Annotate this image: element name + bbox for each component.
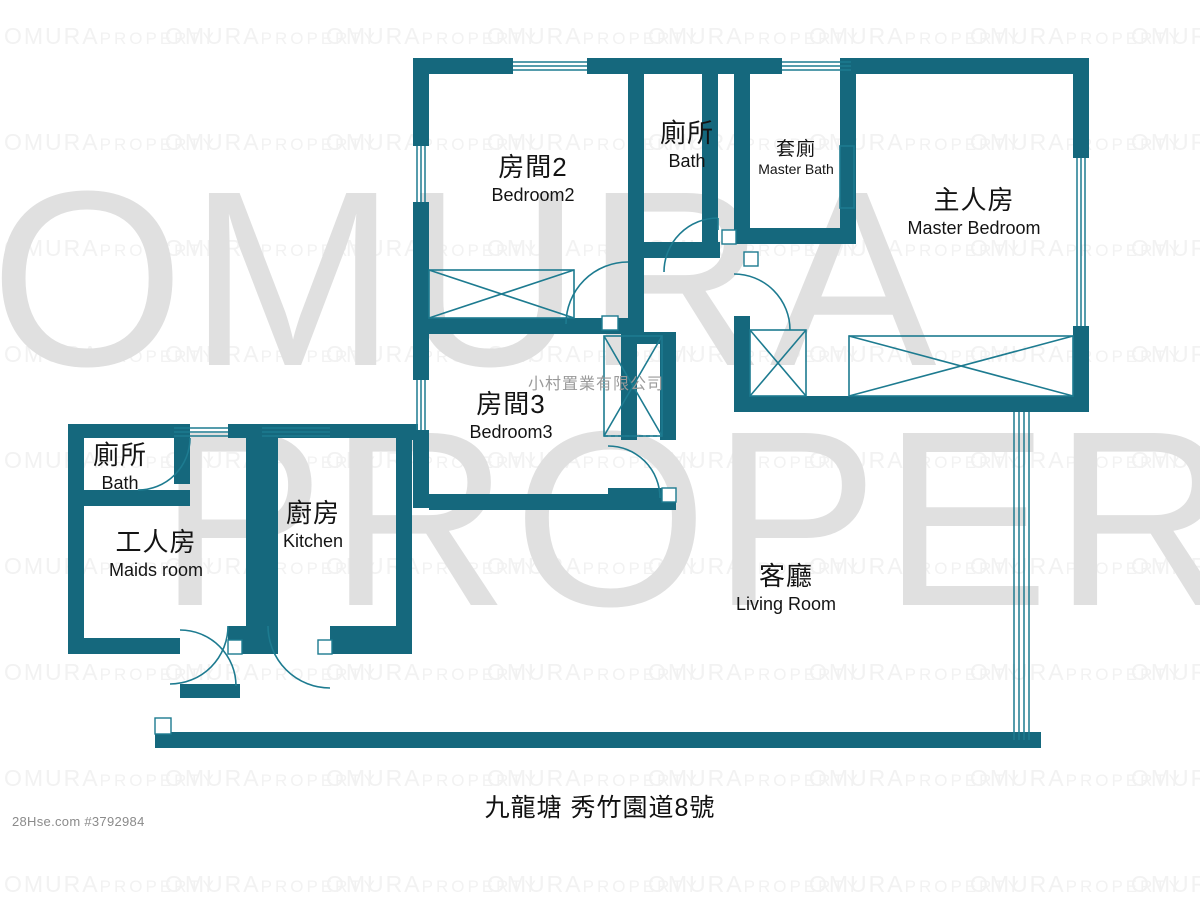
watermark-tile: OMURAPROPERTY [809, 871, 1022, 897]
room-label-living-room-zh: 客廳 [758, 561, 814, 591]
room-label-bath: 廁所 Bath [660, 118, 714, 172]
window-group [174, 61, 1086, 740]
watermark-tile: OMURAPROPERTY [1131, 871, 1200, 897]
wall-group [68, 58, 1089, 748]
watermark-tile: OMURAPROPERTY [487, 871, 700, 897]
room-label-living-room: 客廳 Living Room [736, 561, 836, 615]
room-label-master-bath: 套廁 Master Bath [758, 138, 833, 179]
fixture-group [428, 145, 1074, 437]
source-credit: 28Hse.com #3792984 [12, 814, 145, 829]
watermark-tile: OMURAPROPERTY [326, 871, 539, 897]
room-label-bath-maid-zh: 廁所 [92, 440, 148, 470]
door-jamb-group [154, 229, 759, 735]
room-label-master-bath-zh: 套廁 [775, 139, 817, 160]
plan-address-title: 九龍塘 秀竹園道8號 [484, 794, 716, 822]
room-label-master-bedroom-en: Master Bedroom [907, 217, 1041, 238]
watermark-tile: OMURAPROPERTY [165, 871, 378, 897]
floor-plan-drawing [68, 58, 1089, 748]
room-label-living-room-en: Living Room [735, 593, 837, 614]
room-label-kitchen-zh: 廚房 [285, 498, 341, 528]
room-label-bedroom3: 房間3 Bedroom3 [469, 389, 552, 443]
room-label-bedroom3-en: Bedroom3 [469, 421, 553, 442]
room-label-kitchen-en: Kitchen [282, 530, 344, 551]
room-label-bath-maid-en: Bath [101, 472, 139, 493]
room-label-master-bedroom-zh: 主人房 [933, 185, 1015, 215]
room-label-bedroom2: 房間2 Bedroom2 [491, 152, 574, 206]
room-label-bedroom3-zh: 房間3 [476, 389, 546, 419]
watermark-tile: OMURAPROPERTY [4, 871, 217, 897]
room-label-master-bedroom: 主人房 Master Bedroom [907, 185, 1040, 239]
watermark-tile: OMURAPROPERTY [648, 871, 861, 897]
room-label-bath-zh: 廁所 [659, 118, 715, 148]
room-label-bath-maid: 廁所 Bath [93, 440, 147, 494]
room-label-master-bath-en: Master Bath [758, 161, 834, 178]
agency-watermark-text: 小村置業有限公司 [528, 376, 665, 393]
room-label-bedroom2-zh: 房間2 [498, 152, 568, 182]
room-label-maids-room-en: Maids room [108, 559, 204, 580]
room-label-bath-en: Bath [668, 150, 706, 171]
door-group [137, 217, 791, 689]
room-label-maids-room-zh: 工人房 [115, 527, 197, 557]
room-label-kitchen: 廚房 Kitchen [283, 498, 343, 552]
watermark-tile: OMURAPROPERTY [970, 871, 1183, 897]
room-label-maids-room: 工人房 Maids room [109, 527, 203, 581]
room-label-bedroom2-en: Bedroom2 [491, 184, 575, 205]
